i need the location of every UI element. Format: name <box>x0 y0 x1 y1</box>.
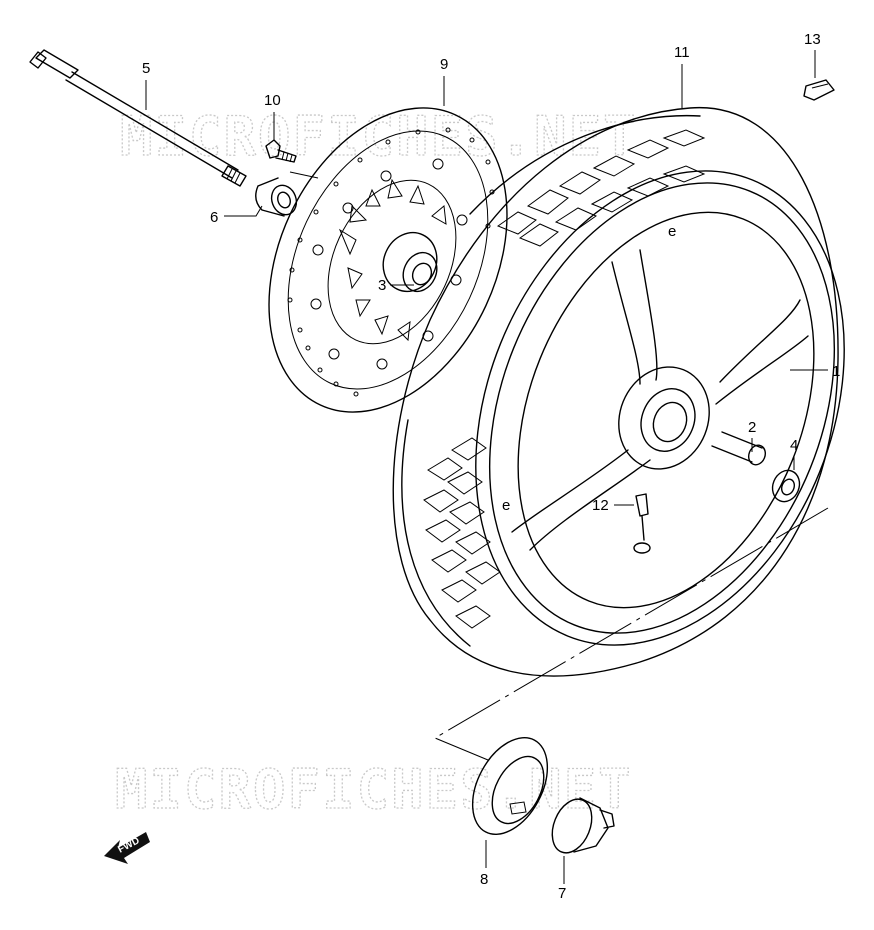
callout-1: 1 <box>832 363 840 380</box>
axle <box>29 49 247 187</box>
callout-10: 10 <box>264 92 281 109</box>
valve-cap <box>803 79 835 101</box>
callout-7: 7 <box>558 885 566 902</box>
callout-6: 6 <box>210 209 218 226</box>
callout-5: 5 <box>142 60 150 77</box>
callout-11: 11 <box>674 44 690 61</box>
wheel-rim: e e <box>475 170 845 646</box>
forward-direction-arrow: FWD <box>104 832 150 864</box>
watermark-bottom: MICROFICHES.NET <box>115 758 633 821</box>
svg-text:e: e <box>502 497 510 514</box>
collar-right <box>771 469 801 503</box>
svg-text:e: e <box>668 223 676 240</box>
callout-4: 4 <box>790 437 798 454</box>
callout-9: 9 <box>440 56 448 73</box>
gearbox-retainer <box>471 736 549 836</box>
tread-bottom <box>423 437 501 629</box>
guide-lines <box>289 171 829 761</box>
valve-stem <box>633 493 651 554</box>
callout-12: 12 <box>592 497 609 514</box>
callout-13: 13 <box>804 31 821 48</box>
disc-bolt <box>265 139 297 163</box>
callout-2: 2 <box>748 419 756 436</box>
callout-3: 3 <box>378 277 386 294</box>
speedometer-gearbox <box>551 797 615 854</box>
tread-top <box>496 129 706 247</box>
watermark-top: MICROFICHES.NET <box>120 105 638 168</box>
spacer <box>711 431 767 466</box>
callout-8: 8 <box>480 871 488 888</box>
callouts: 1 2 3 4 5 6 7 8 9 10 11 12 13 <box>142 31 840 902</box>
tire <box>392 107 839 677</box>
collar-left <box>255 177 298 217</box>
